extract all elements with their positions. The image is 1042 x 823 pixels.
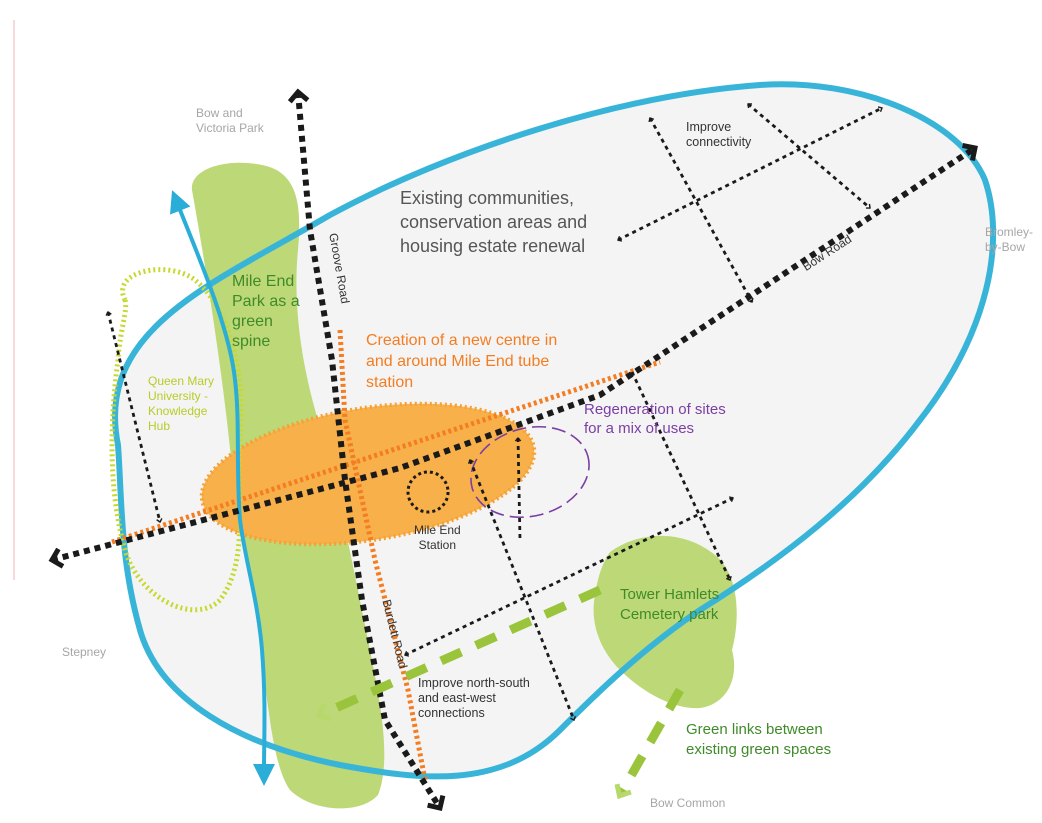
label-improve-connectivity: Improve connectivity: [686, 120, 752, 149]
label-mile-end-station: Mile End Station: [414, 523, 461, 552]
label-existing-communities: Existing communities, conservation areas…: [400, 188, 588, 256]
label-queen-mary: Queen Mary University - Knowledge Hub: [148, 374, 215, 433]
arrow-station-south: [467, 459, 577, 721]
place-bromley-by-bow: Bromley- by-Bow: [985, 225, 1034, 254]
green-link-south: [614, 687, 684, 800]
label-regeneration: Regeneration of sites for a mix of uses: [584, 401, 726, 437]
green-link-west: [315, 585, 602, 722]
label-tower-hamlets-cemetery: Tower Hamlets Cemetery park: [620, 586, 720, 623]
label-mile-end-park: Mile End Park as a green spine: [232, 273, 300, 350]
main-east-west-road: [48, 142, 978, 569]
label-new-centre: Creation of a new centre in and around M…: [366, 332, 558, 391]
connection-arrows: [105, 102, 883, 721]
place-stepney: Stepney: [62, 645, 107, 659]
place-bow-common: Bow Common: [650, 796, 726, 810]
arrow-ns-lower: [514, 436, 522, 541]
arrow-east-south: [630, 371, 732, 581]
arrow-connectivity-diag: [747, 102, 871, 210]
place-bow-victoria-park: Bow and Victoria Park: [196, 106, 264, 135]
label-green-links: Green links between existing green space…: [686, 721, 832, 758]
label-improve-ns-ew: Improve north-south and east-west connec…: [418, 676, 530, 720]
station-marker: [406, 470, 450, 514]
